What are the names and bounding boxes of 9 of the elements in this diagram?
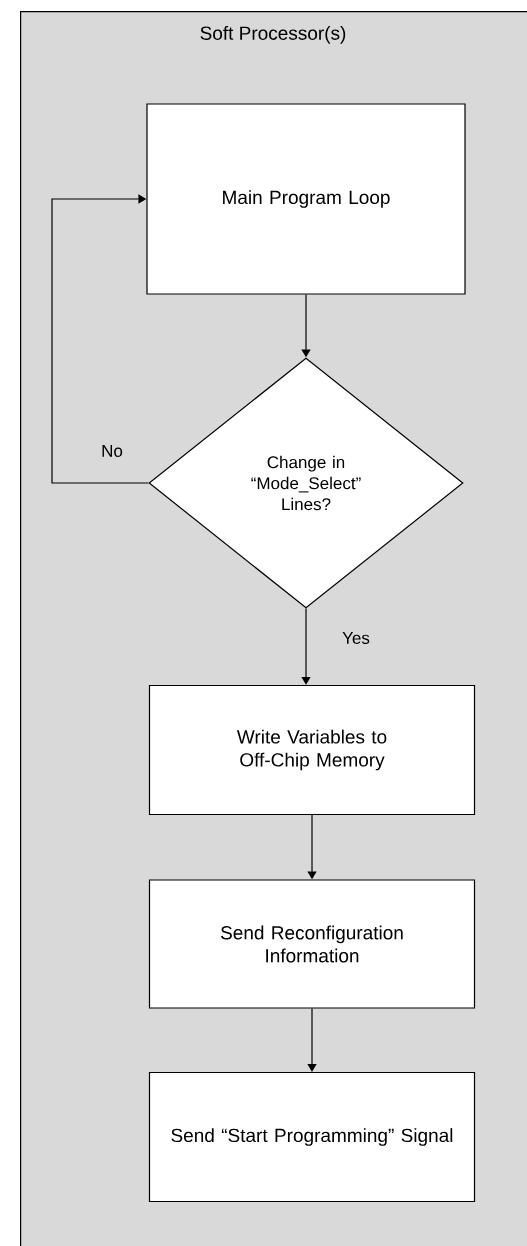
edge-label: Yes (341, 631, 371, 645)
process-box: Write Variables to Off-Chip Memory (148, 684, 476, 816)
arrow (301, 608, 311, 685)
edge-label: No (100, 444, 124, 458)
process-box: Main Program Loop (146, 103, 466, 295)
arrow (51, 194, 149, 484)
process-box: Send Reconfiguration Information (148, 879, 476, 1009)
arrow (307, 1008, 317, 1072)
process-box: Send “Start Programming” Signal (148, 1071, 476, 1203)
